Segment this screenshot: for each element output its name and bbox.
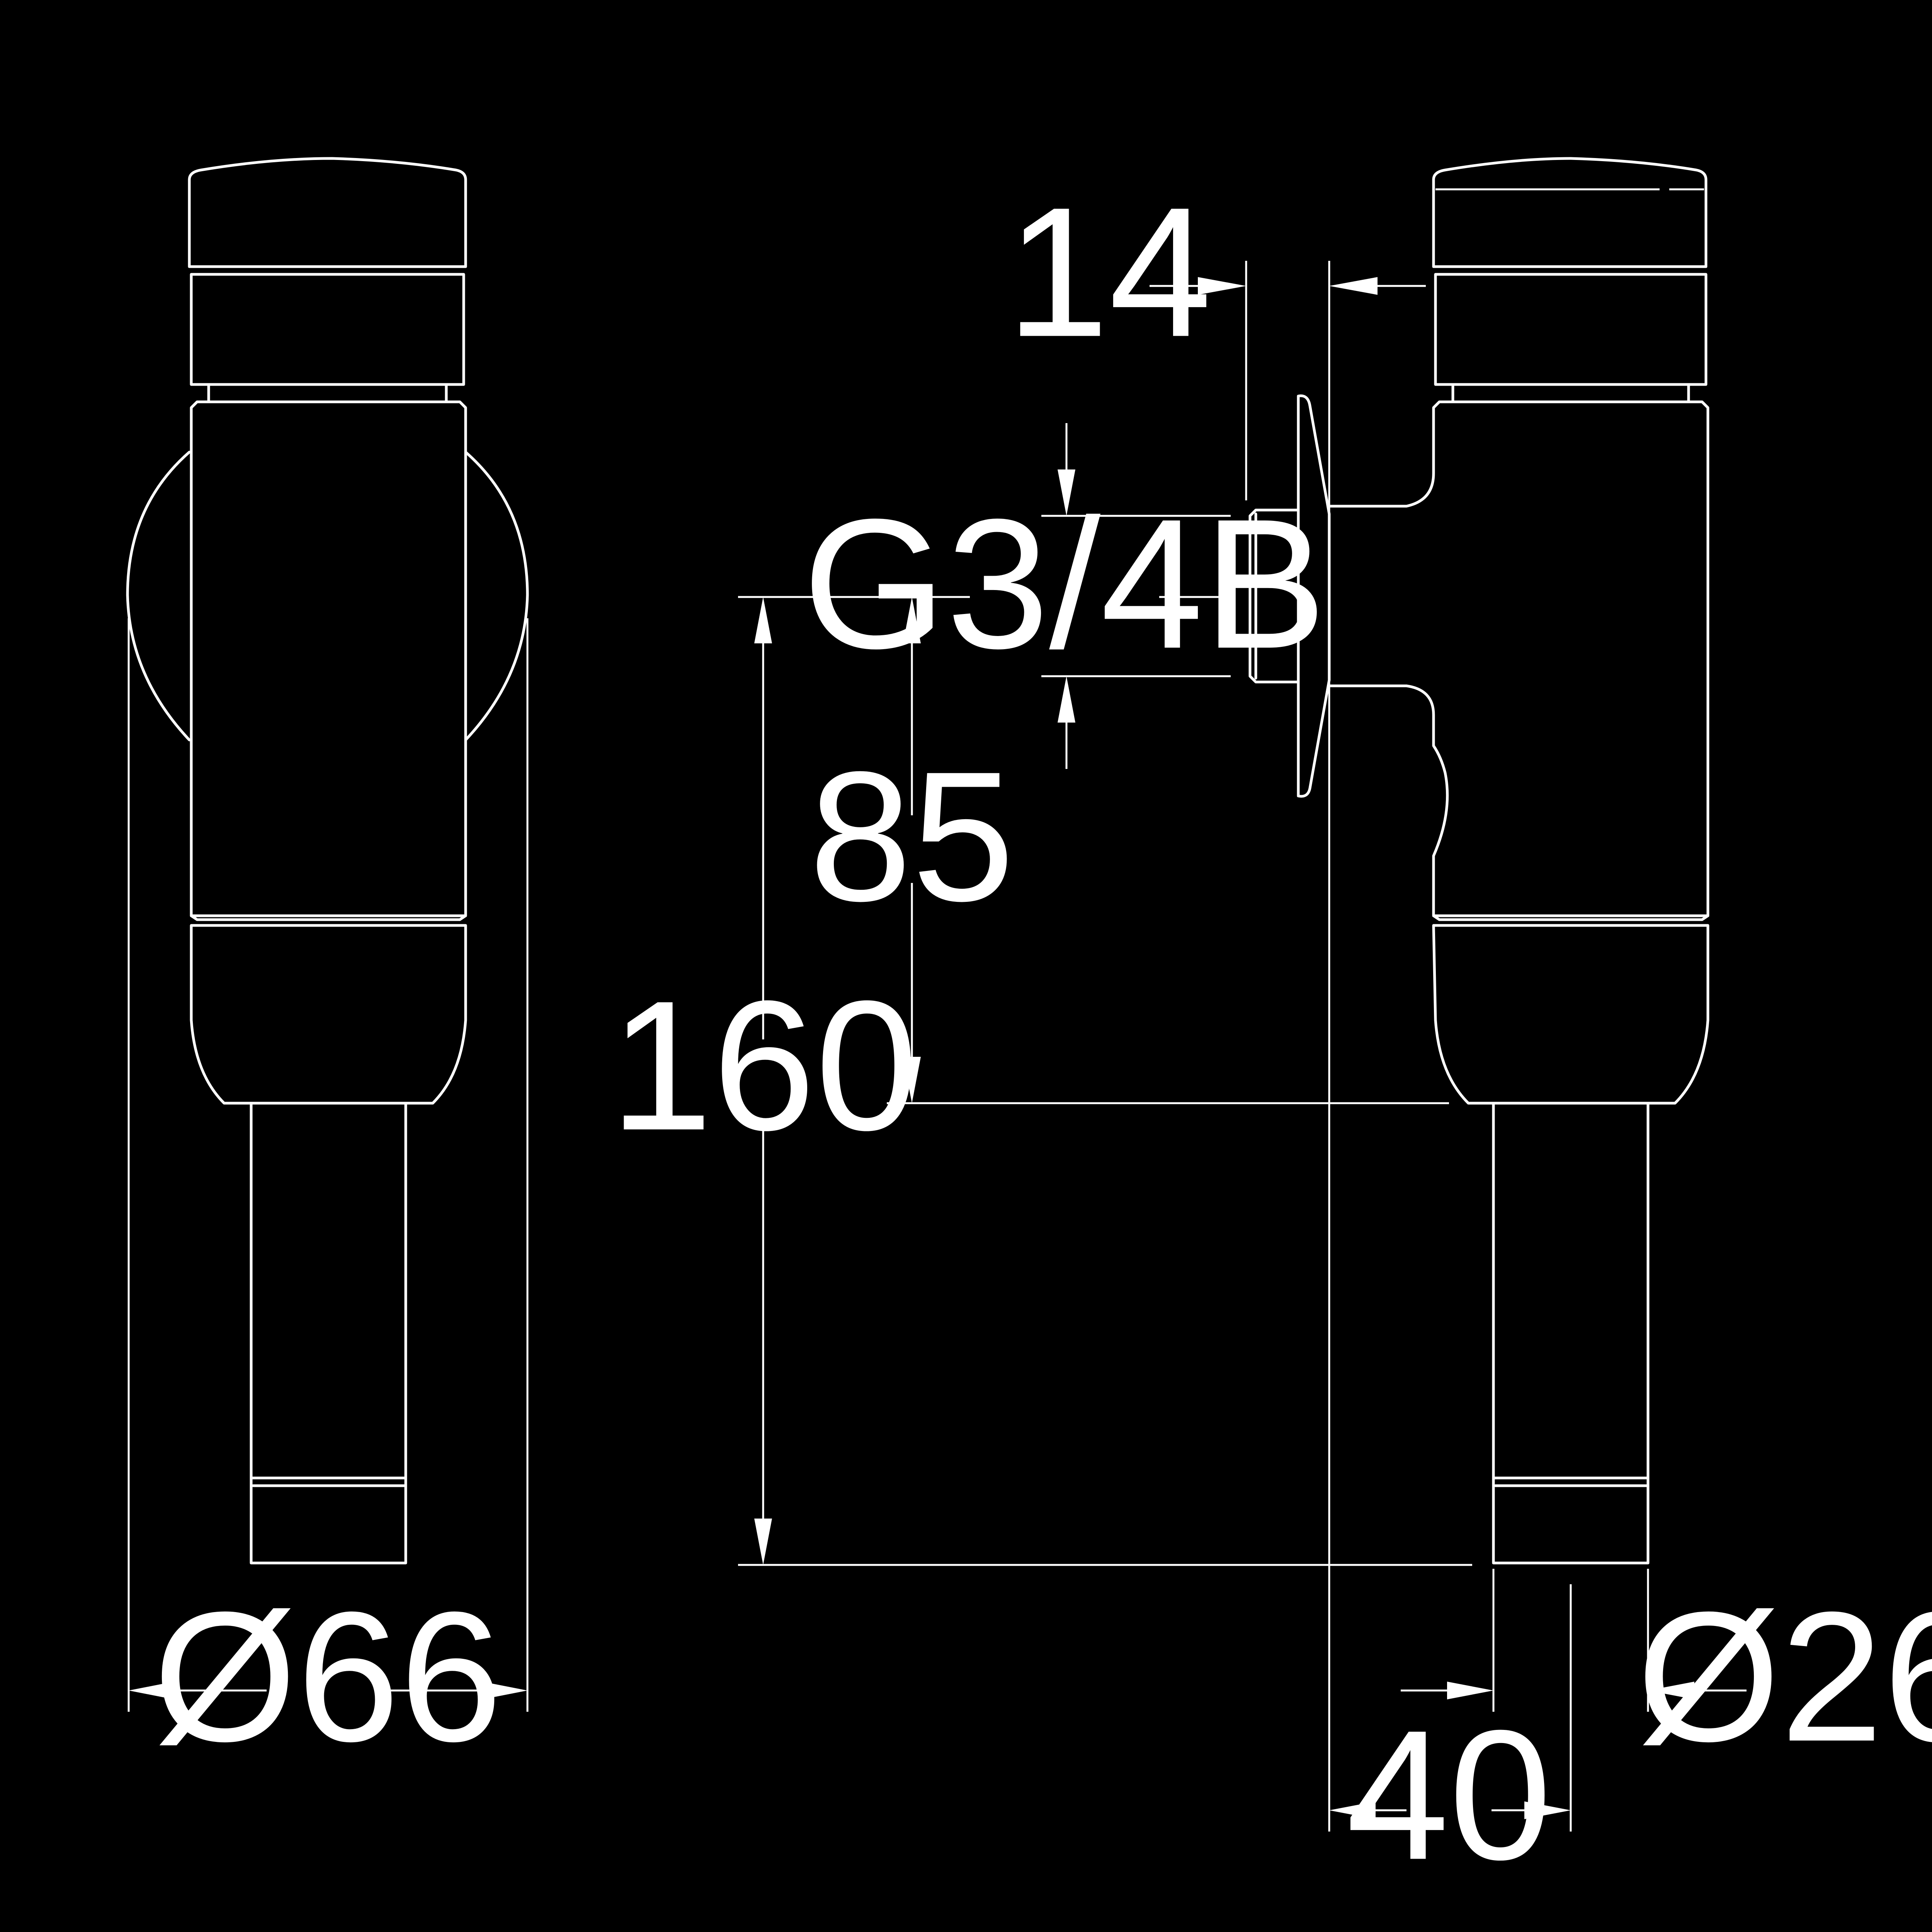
side-cap-ring — [1434, 273, 1708, 386]
front-escutcheon-right — [464, 451, 529, 742]
side-thread — [1248, 509, 1300, 684]
dimension-thread: G3/4B — [803, 423, 1327, 769]
front-cap-ring — [190, 273, 465, 386]
dimension-160: 160 — [610, 597, 1473, 1566]
front-view — [126, 157, 529, 1565]
side-body — [1328, 400, 1709, 921]
label-thread: G3/4B — [803, 481, 1327, 687]
label-160: 160 — [610, 963, 918, 1169]
dimension-85: 85 — [738, 596, 1449, 1104]
dimension-40: 40 — [1328, 502, 1572, 1898]
label-85: 85 — [809, 733, 1015, 940]
front-neck — [207, 383, 448, 403]
label-diameter-26: Ø26 — [1636, 1574, 1932, 1780]
side-cap — [1432, 157, 1708, 268]
front-spout — [250, 1102, 407, 1565]
label-diameter-66: Ø66 — [153, 1574, 502, 1780]
side-view — [1248, 157, 1709, 1565]
side-lower-body — [1432, 924, 1709, 1105]
side-spout — [1492, 1102, 1650, 1565]
front-escutcheon-left — [126, 451, 191, 742]
label-14: 14 — [1006, 169, 1212, 375]
dimension-diameter-26: Ø26 — [1401, 1569, 1932, 1780]
dimension-diameter-66: Ø66 — [128, 618, 529, 1780]
dimension-14: 14 — [1006, 169, 1426, 503]
label-40: 40 — [1346, 1692, 1552, 1898]
front-lower-body — [190, 924, 467, 1105]
front-cap — [188, 157, 467, 268]
